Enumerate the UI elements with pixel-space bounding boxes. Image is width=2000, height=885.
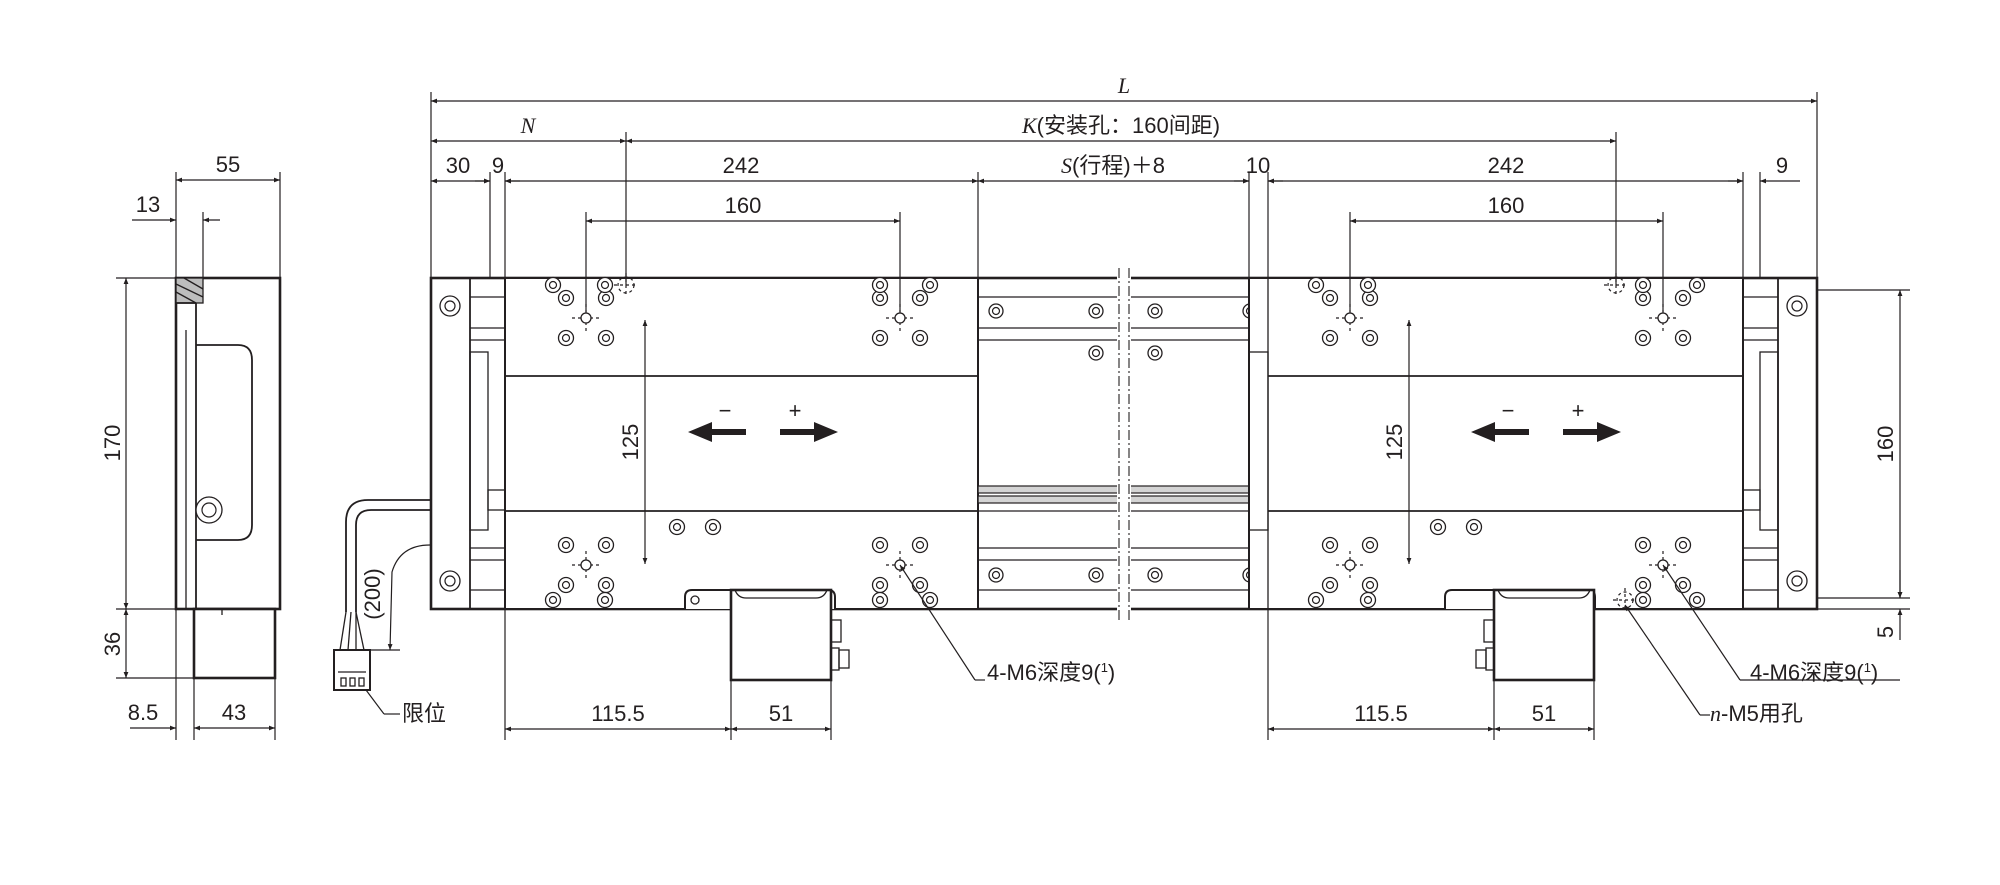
plus-sign: + — [789, 398, 802, 423]
m6-hole — [580, 559, 592, 571]
side-width-13: 13 — [136, 192, 160, 217]
dim-160-right: 160 — [1488, 193, 1525, 218]
m6-hole — [894, 312, 906, 324]
side-height-36: 36 — [100, 632, 125, 656]
plus-arrow — [780, 422, 838, 442]
right-table — [1248, 277, 1744, 610]
dim-242-right: 242 — [1488, 153, 1525, 178]
plus-arrow — [1563, 422, 1621, 442]
dim-242-left: 242 — [723, 153, 760, 178]
dim-115-5-right: 115.5 — [1354, 701, 1407, 726]
bottom-dimensions: 115.5 51 115.5 51 — [504, 609, 1595, 740]
callouts: 4-M6深度9(1) 4-M6深度9(1) n-M5用孔 — [899, 564, 1900, 726]
minus-sign: − — [1502, 398, 1515, 423]
dim-125-right: 125 — [1382, 424, 1407, 461]
left-sensor-block — [684, 588, 850, 682]
dim-9-left: 9 — [492, 153, 504, 178]
right-sensor-block — [1444, 588, 1596, 682]
limit-label: 限位 — [402, 701, 446, 726]
top-dimensions: L N K(安装孔：160间距) 30 9 242 S(行程)＋8 10 242… — [430, 73, 1818, 312]
dim-5: 5 — [1873, 626, 1898, 638]
dim-160-height: 160 — [1873, 426, 1898, 463]
minus-sign: − — [719, 398, 732, 423]
dim-N: N — [520, 113, 537, 138]
m6-hole — [1657, 312, 1669, 324]
callout-m6-left: 4-M6深度9(1) — [987, 660, 1115, 685]
side-view — [174, 276, 282, 680]
vertical-dimensions: 125 125 160 5 — [618, 289, 1910, 640]
side-dimensions: 55 13 170 36 8.5 43 — [100, 152, 281, 740]
m6-hole — [1344, 312, 1356, 324]
side-width-55: 55 — [216, 152, 240, 177]
plus-sign: + — [1572, 398, 1585, 423]
dim-K: K(安装孔：160间距) — [1021, 113, 1220, 138]
callout-m5: n-M5用孔 — [1710, 701, 1803, 726]
motion-arrows-right: − + — [1471, 398, 1621, 442]
dim-160-left: 160 — [725, 193, 762, 218]
minus-arrow — [1471, 422, 1529, 442]
m6-hole — [1344, 559, 1356, 571]
dim-51-left: 51 — [769, 701, 793, 726]
left-table — [504, 277, 979, 610]
dim-10: 10 — [1246, 153, 1270, 178]
dim-115-5-left: 115.5 — [591, 701, 644, 726]
dim-S: S(行程)＋8 — [1061, 153, 1165, 178]
side-width-43: 43 — [222, 700, 246, 725]
m6-hole — [580, 312, 592, 324]
dim-30: 30 — [446, 153, 470, 178]
minus-arrow — [688, 422, 746, 442]
callout-m6-right: 4-M6深度9(1) — [1750, 660, 1878, 685]
dim-51-right: 51 — [1532, 701, 1556, 726]
limit-cable: (200) 限位 — [333, 499, 446, 726]
side-height-170: 170 — [100, 425, 125, 462]
dim-125-left: 125 — [618, 424, 643, 461]
length-L: L — [1117, 73, 1130, 98]
dim-9-right: 9 — [1776, 153, 1788, 178]
motion-arrows-left: − + — [688, 398, 838, 442]
side-offset-8-5: 8.5 — [128, 700, 159, 725]
cable-length-200: (200) — [360, 568, 385, 619]
